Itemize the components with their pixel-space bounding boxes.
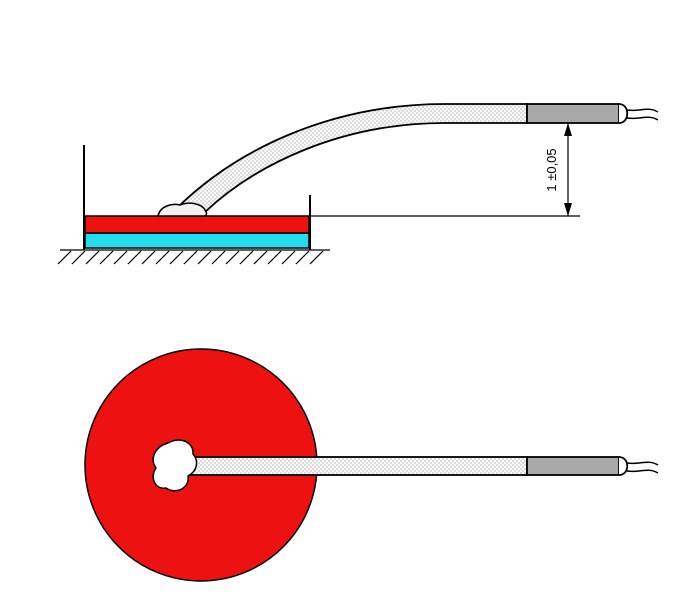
wire-tip: [526, 103, 620, 124]
solder-joint: [157, 202, 208, 217]
solder-joint-top: [152, 439, 198, 492]
lead-wires-top: [626, 461, 659, 474]
base-layer: [84, 232, 310, 249]
dimension-arrow-top: [564, 123, 572, 136]
wire-straight: [175, 456, 528, 476]
disc-layer: [84, 215, 310, 234]
side-view: 1 ±0,05: [57, 103, 659, 265]
ground-hatching: [57, 249, 330, 265]
wire-tip-top: [526, 456, 620, 476]
wire-curved: [172, 103, 528, 213]
dimension-arrow-bottom: [564, 203, 572, 216]
dimension-label: 1 ±0,05: [544, 148, 559, 191]
lead-wires: [626, 108, 659, 121]
wire-end-cap: [618, 103, 629, 124]
top-view: [84, 348, 659, 582]
wire-end-cap-top: [618, 456, 629, 476]
